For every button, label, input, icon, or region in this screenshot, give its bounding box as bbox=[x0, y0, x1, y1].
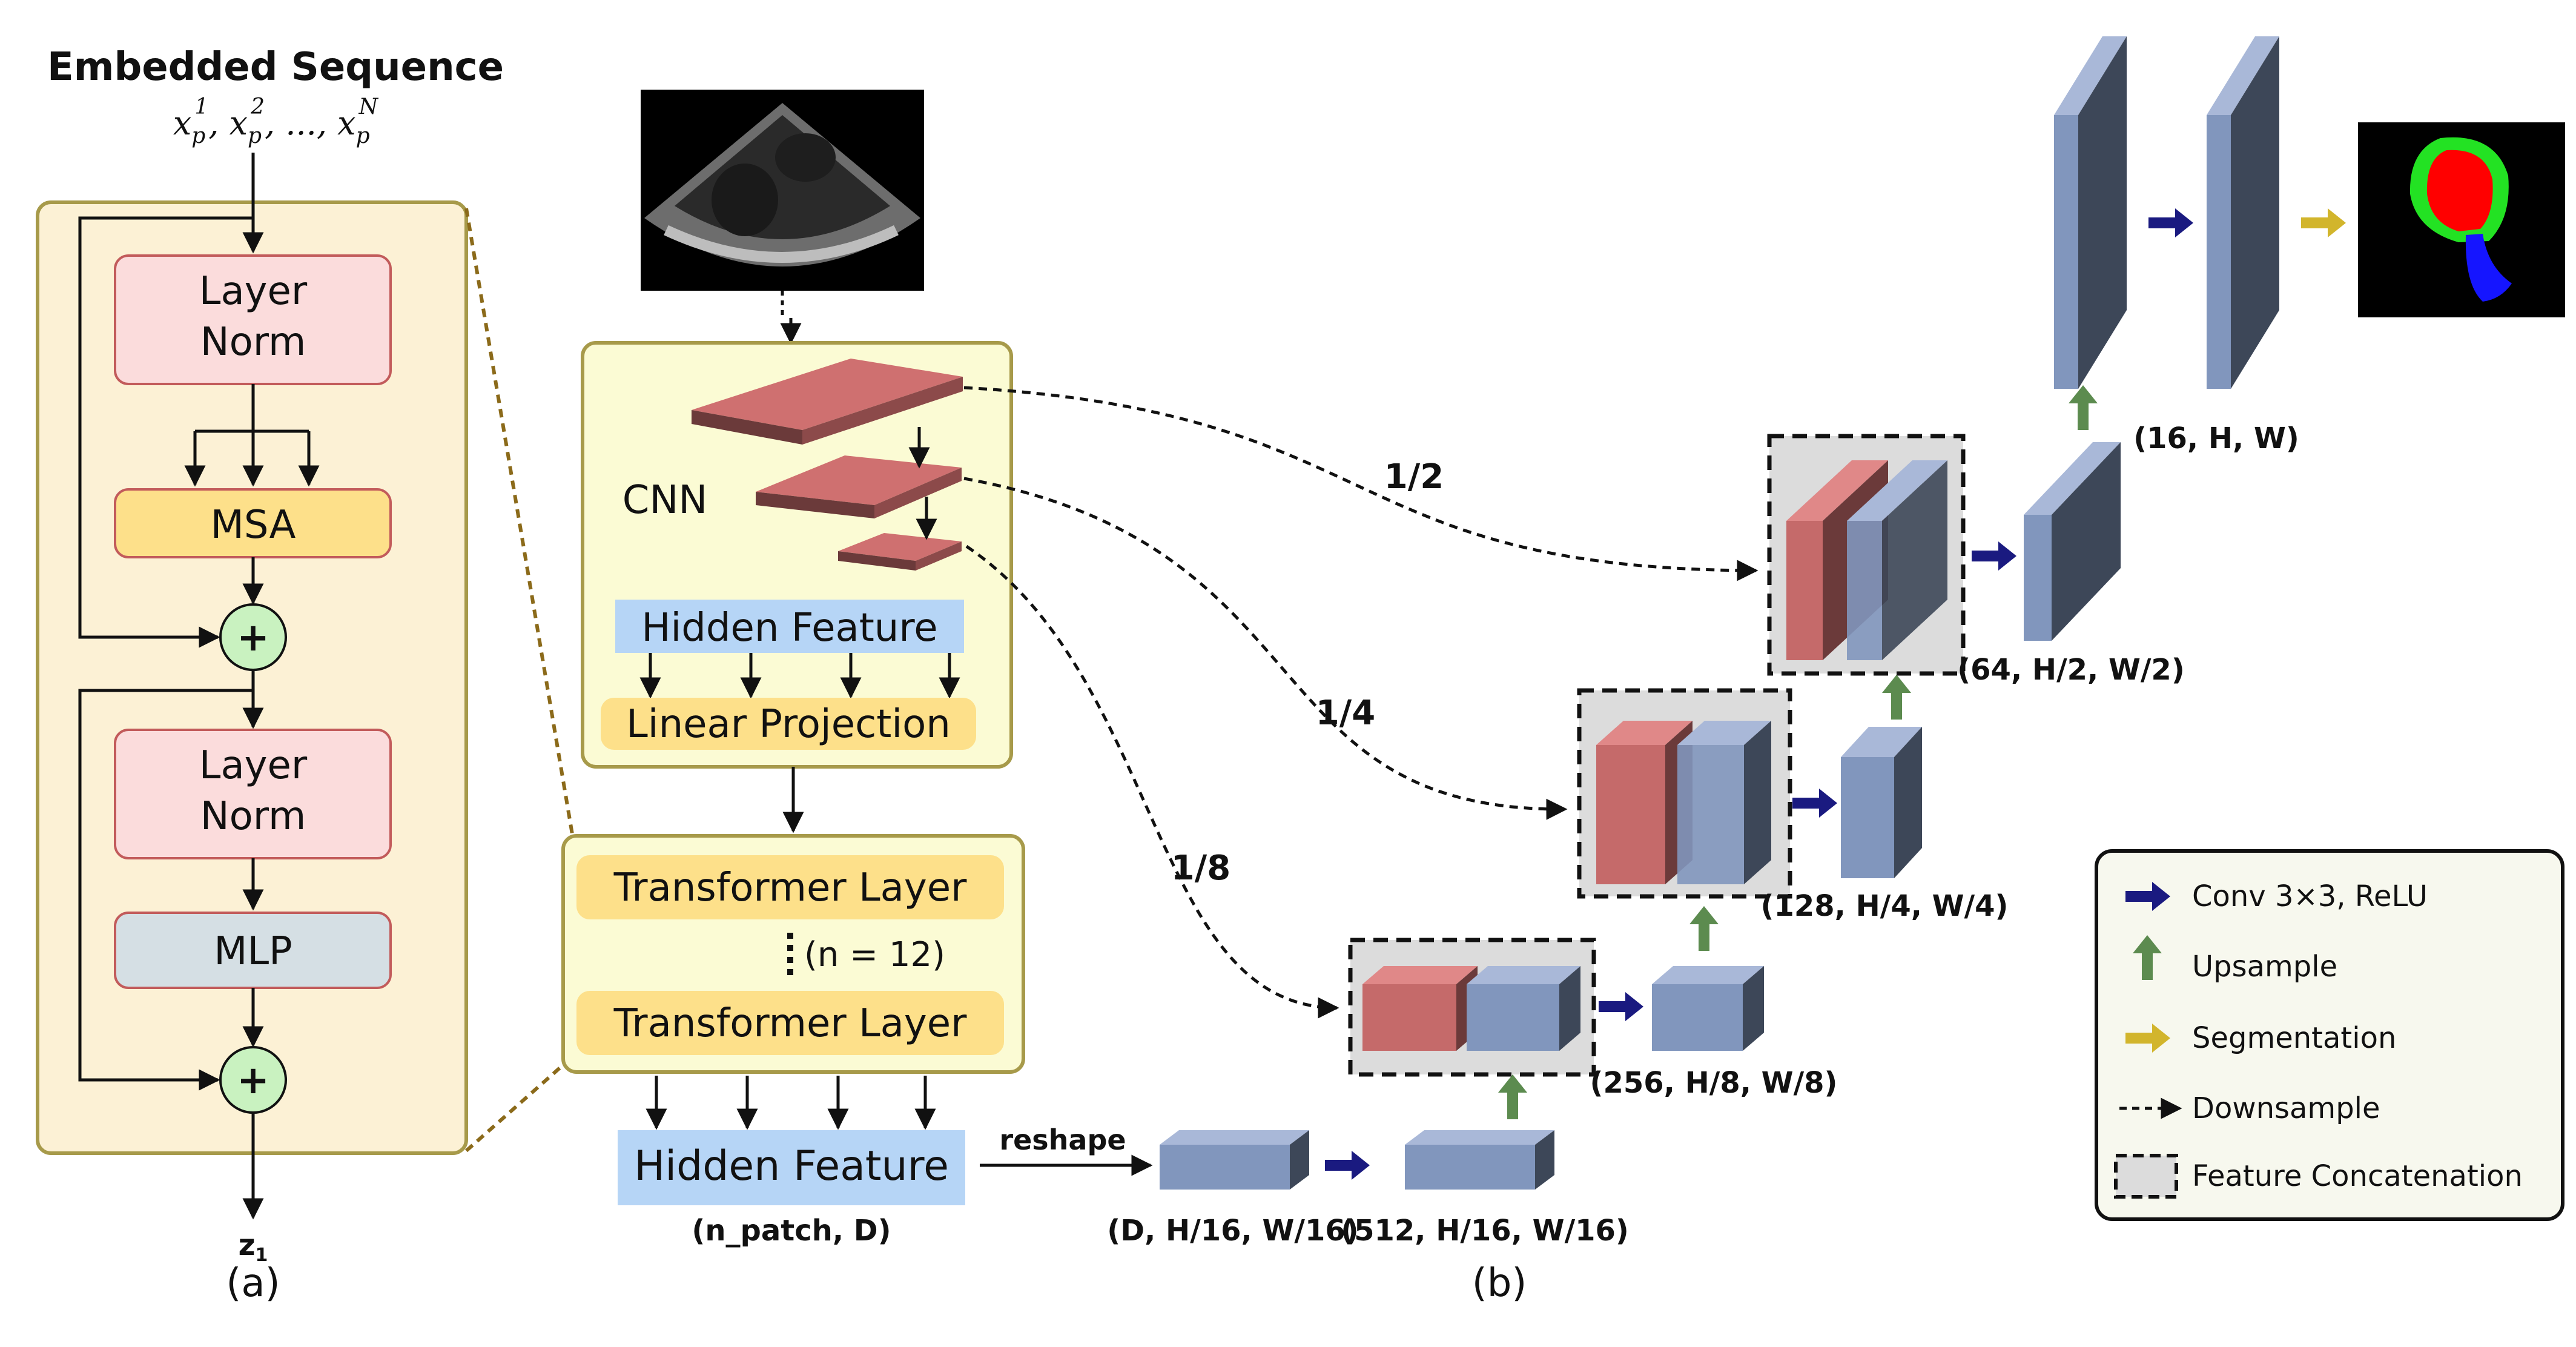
legend-conv-label: Conv 3×3, ReLU bbox=[2192, 879, 2428, 913]
conv-arrow-4 bbox=[1972, 541, 2016, 571]
transformer-layer-2-label: Transformer Layer bbox=[613, 1001, 968, 1046]
legend-box bbox=[2095, 849, 2564, 1221]
cnn-panel bbox=[581, 341, 1013, 769]
dim-512-label: (512, H/16, W/16) bbox=[1341, 1214, 1629, 1248]
upsample-arrow-2 bbox=[1689, 906, 1719, 951]
panel-b: CNN Hidden Feature Linear Projection Tra… bbox=[561, 36, 2565, 1306]
segmentation-mask-image bbox=[2358, 122, 2565, 317]
dim-16-label: (16, H, W) bbox=[2133, 422, 2299, 455]
repeat-note: (n = 12) bbox=[804, 935, 945, 975]
dim-64-label: (64, H/2, W/2) bbox=[1957, 653, 2185, 687]
linear-projection-block bbox=[601, 698, 976, 750]
segmentation-arrow bbox=[2301, 208, 2346, 237]
skip-connection-1-8 bbox=[965, 544, 1339, 1019]
zoom-connector-top bbox=[464, 208, 576, 846]
hidden-feature-dims: (n_patch, D) bbox=[692, 1214, 891, 1248]
transformer-layer-1-label: Transformer Layer bbox=[613, 865, 968, 910]
feature-block-16-a bbox=[2054, 36, 2127, 389]
dim-d-label: (D, H/16, W/16) bbox=[1107, 1214, 1358, 1248]
upsample-arrow-4 bbox=[2069, 385, 2098, 430]
conv-arrow-3 bbox=[1792, 789, 1837, 818]
legend-upsample-label: Upsample bbox=[2192, 950, 2337, 984]
caption-a: (a) bbox=[226, 1261, 280, 1306]
feature-block-256 bbox=[1652, 966, 1764, 1051]
dim-128-label: (128, H/4, W/4) bbox=[1761, 889, 2009, 923]
feature-block-64 bbox=[2024, 442, 2121, 641]
caption-b: (b) bbox=[1472, 1261, 1527, 1306]
ultrasound-image bbox=[641, 90, 924, 291]
cnn-feature-map-1 bbox=[692, 359, 963, 445]
skip-1-8-label: 1/8 bbox=[1171, 849, 1230, 888]
hidden-feature-bottom bbox=[618, 1130, 965, 1205]
feature-block-128 bbox=[1841, 727, 1922, 878]
skip-1-2-label: 1/2 bbox=[1384, 457, 1444, 497]
legend-segmentation-label: Segmentation bbox=[2192, 1021, 2396, 1055]
layer-norm-2-line2: Norm bbox=[200, 794, 306, 839]
panel-a: Embedded Sequence xp1, xp2, ..., xpN Lay… bbox=[36, 45, 576, 1306]
zoom-connector-bottom bbox=[465, 1055, 573, 1153]
upsample-arrow-3 bbox=[1882, 675, 1911, 720]
legend-downsample-label: Downsample bbox=[2192, 1091, 2380, 1125]
output-z1: z1 bbox=[239, 1228, 268, 1266]
skip-1-4-label: 1/4 bbox=[1316, 693, 1375, 733]
conv-arrow-1 bbox=[1325, 1151, 1370, 1180]
concat-red-block-1-8 bbox=[1362, 966, 1478, 1051]
feature-block-d bbox=[1160, 1130, 1309, 1190]
hidden-feature-bottom-label: Hidden Feature bbox=[634, 1142, 949, 1190]
cnn-feature-map-3 bbox=[838, 533, 962, 571]
embedded-sequence-formula: xp1, xp2, ..., xpN bbox=[173, 94, 379, 148]
residual-add-1-plus: + bbox=[237, 615, 269, 660]
skip-connection-1-2 bbox=[963, 386, 1759, 581]
legend: Conv 3×3, ReLU Upsample Segmentation Dow… bbox=[2095, 849, 2564, 1221]
reshape-label: reshape bbox=[999, 1124, 1126, 1156]
concat-blue-block-1-2 bbox=[1847, 460, 1947, 660]
concat-blue-block-1-8 bbox=[1467, 966, 1580, 1051]
mlp-label: MLP bbox=[214, 929, 292, 974]
conv-arrow-2 bbox=[1599, 992, 1643, 1021]
cnn-label: CNN bbox=[623, 478, 707, 523]
transformer-layer-2 bbox=[576, 991, 1004, 1055]
linear-projection-label: Linear Projection bbox=[626, 702, 951, 747]
concat-blue-block-1-4 bbox=[1677, 721, 1771, 884]
layer-norm-1-line1: Layer bbox=[199, 269, 308, 314]
skip-connection-1-4 bbox=[963, 477, 1568, 820]
feature-block-512 bbox=[1405, 1130, 1554, 1190]
feature-block-16-b bbox=[2207, 36, 2279, 389]
legend-concat-label: Feature Concatenation bbox=[2192, 1159, 2523, 1193]
layer-norm-2-line1: Layer bbox=[199, 743, 308, 788]
transformer-layer-1 bbox=[576, 855, 1004, 919]
conv-arrow-5 bbox=[2148, 208, 2193, 237]
legend-concat-icon bbox=[2114, 1154, 2178, 1199]
dim-256-label: (256, H/8, W/8) bbox=[1590, 1066, 1838, 1100]
upsample-arrow-1 bbox=[1498, 1074, 1527, 1119]
embedded-sequence-title: Embedded Sequence bbox=[47, 45, 504, 90]
hidden-feature-top-label: Hidden Feature bbox=[641, 606, 937, 650]
msa-label: MSA bbox=[211, 503, 296, 548]
hidden-feature-top bbox=[615, 600, 964, 653]
residual-add-2-plus: + bbox=[237, 1058, 269, 1103]
layer-norm-1-line2: Norm bbox=[200, 320, 306, 365]
